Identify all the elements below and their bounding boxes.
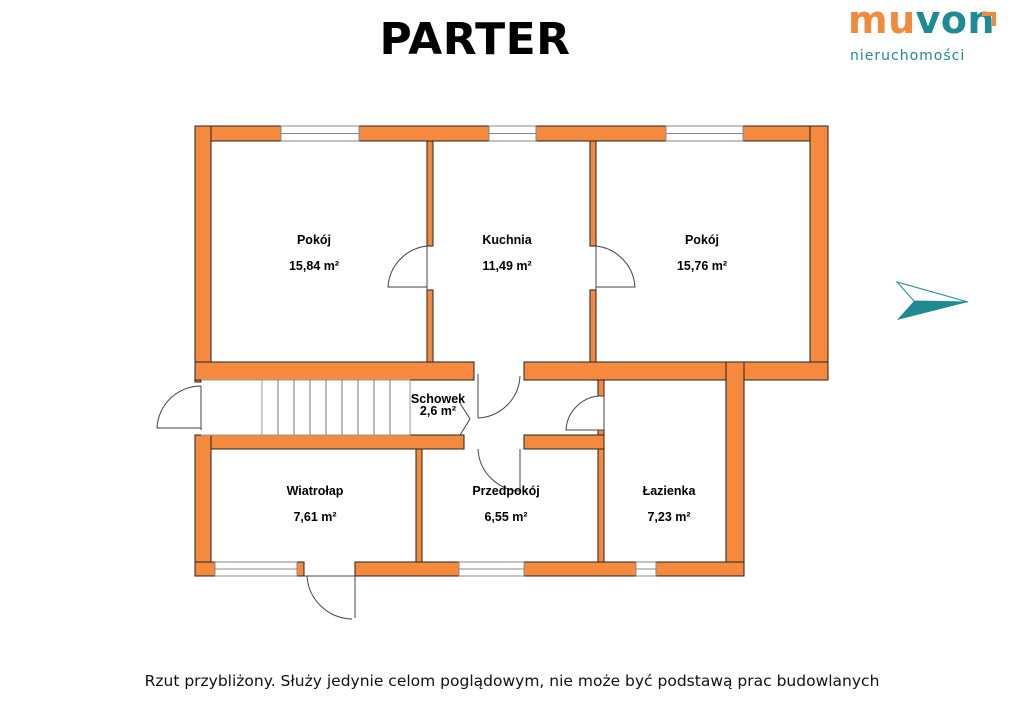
room-labels: Pokój 15,84 m² Kuchnia 11,49 m² Pokój 15… (287, 233, 727, 524)
wall-segment (358, 125, 490, 142)
footer-disclaimer: Rzut przybliżony. Służy jedynie celom po… (144, 672, 880, 690)
room-area: 7,23 m² (647, 510, 690, 524)
wall-segment (589, 140, 597, 247)
wall-segment (194, 361, 475, 381)
door-swing (565, 395, 605, 431)
door-swing (304, 575, 356, 620)
walls (194, 125, 829, 577)
room-name: Pokój (297, 233, 331, 247)
wall-segment (354, 561, 460, 577)
wall-segment (296, 561, 305, 577)
windows (214, 125, 744, 577)
wall-segment (426, 140, 434, 247)
wall-segment (655, 561, 745, 577)
room-name: Kuchnia (482, 233, 532, 247)
wall-segment (194, 434, 212, 577)
wall-segment (194, 125, 212, 381)
page-title: PARTER (379, 14, 571, 65)
wall-segment (725, 361, 745, 577)
wall-segment (809, 125, 829, 381)
logo-tagline: nieruchomości (850, 48, 966, 64)
compass-arrow-icon (895, 281, 969, 320)
room-name: Wiatrołap (287, 484, 344, 498)
room-area: 6,55 m² (484, 510, 527, 524)
wall-segment (194, 561, 216, 577)
room-area: 11,49 m² (482, 259, 531, 273)
wall-segment (523, 361, 829, 381)
door-swing (477, 374, 521, 419)
door-swing (156, 385, 202, 430)
wall-segment (523, 434, 605, 450)
wall-segment (194, 379, 202, 383)
logo-word-mu: mu (848, 0, 916, 42)
room-area: 7,61 m² (293, 510, 336, 524)
room-name: Pokój (685, 233, 719, 247)
wall-segment (415, 448, 423, 563)
wall-segment (597, 379, 605, 397)
room-area: 15,76 m² (677, 259, 727, 273)
logo-wordmark: muvon (848, 0, 995, 42)
room-area: 2,6 m² (420, 404, 456, 418)
wall-segment (597, 429, 605, 577)
logo-word-von: von (915, 0, 996, 42)
doors (156, 245, 636, 620)
wall-segment (523, 561, 637, 577)
door-swing (595, 245, 636, 290)
wall-segment (535, 125, 667, 142)
door-swing (387, 245, 428, 290)
room-area: 15,84 m² (289, 259, 339, 273)
stairs (201, 379, 411, 436)
room-name: Schowek (411, 392, 465, 406)
wall-segment (589, 289, 597, 363)
room-name: Przedpokój (472, 484, 539, 498)
logo-mark-icon (982, 12, 996, 26)
brand-logo: muvon nieruchomości (848, 0, 1008, 68)
wall-segment (426, 289, 434, 363)
door-swing (477, 448, 521, 493)
wall-segment (194, 434, 465, 450)
door-swing (459, 402, 471, 436)
room-name: Łazienka (643, 484, 697, 498)
